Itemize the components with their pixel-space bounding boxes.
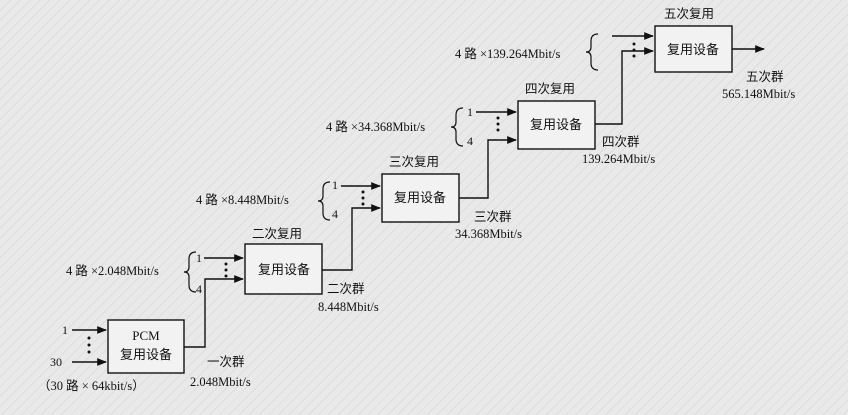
stage-4-mux-box [517, 100, 596, 150]
stage-3-input-bottom-index: 4 [332, 207, 338, 221]
stage-4-input-bottom-index: 4 [467, 134, 473, 148]
stage-3-title: 三次复用 [389, 155, 439, 169]
stage-2-input-ellipsis [224, 262, 228, 278]
stage-5-output-rate: 565.148Mbit/s [722, 87, 795, 101]
pcm-input-top-index: 1 [62, 323, 68, 337]
stage-2-title: 二次复用 [252, 227, 302, 241]
pcm-output-line [184, 275, 244, 348]
stage-2-box-label: 复用设备 [258, 262, 310, 277]
stage-2-input-bottom-index: 4 [196, 282, 202, 296]
stage-3-input-ellipsis [361, 190, 365, 206]
stage-3-input-label: 4 路 ×8.448Mbit/s [196, 192, 289, 207]
pcm-box-line1: PCM [132, 328, 160, 343]
stage-1-output-rate: 2.048Mbit/s [190, 375, 251, 389]
stage-3-output-name: 三次群 [474, 210, 512, 224]
stage-5-output-name: 五次群 [746, 70, 784, 84]
stage-2-output-rate: 8.448Mbit/s [318, 300, 379, 314]
stage-1-pcm: PCM 复用设备 1 30 （30 路 × 64kbit/s） 一次群 2.04… [38, 275, 251, 393]
stage-4-input-brace [450, 107, 464, 147]
stage-3-input-brace [317, 181, 331, 221]
stage-3-mux-box [381, 173, 460, 223]
stage-3-box-label: 复用设备 [394, 190, 446, 205]
stage-5-input-label: 4 路 ×139.264Mbit/s [455, 46, 560, 61]
stage-2-input-top-index: 1 [196, 251, 202, 265]
stage-3-output-rate: 34.368Mbit/s [455, 227, 522, 241]
stage-4: 四次复用 复用设备 4 路 ×34.368Mbit/s 1 4 四次群 139.… [326, 47, 655, 166]
stage-5: 五次复用 复用设备 4 路 ×139.264Mbit/s 五次群 565.148… [455, 7, 795, 101]
stage-2: 二次复用 复用设备 4 路 ×2.048Mbit/s 1 4 二次群 8.448… [66, 204, 381, 314]
stage-2-input-label: 4 路 ×2.048Mbit/s [66, 263, 159, 278]
stage-4-input-ellipsis [496, 116, 500, 132]
stage-4-box-label: 复用设备 [530, 117, 582, 132]
stage-2-output-name: 二次群 [327, 282, 365, 296]
stage-3: 三次复用 复用设备 4 路 ×8.448Mbit/s 1 4 三次群 34.36… [196, 136, 522, 241]
stage-4-title: 四次复用 [525, 82, 575, 96]
stage-5-box-label: 复用设备 [667, 42, 719, 57]
stage-5-input-ellipsis [632, 42, 636, 58]
stage-2-mux-box [244, 243, 323, 295]
stage-5-title: 五次复用 [664, 7, 714, 21]
pcm-input-bottom-index: 30 [50, 355, 62, 369]
stage-4-output-rate: 139.264Mbit/s [582, 152, 655, 166]
stage-3-input-top-index: 1 [332, 178, 338, 192]
pcm-box-line2: 复用设备 [120, 347, 172, 362]
stage-2-output-line [322, 204, 381, 271]
stage-4-input-label: 4 路 ×34.368Mbit/s [326, 119, 425, 134]
stage-4-output-line [595, 47, 654, 125]
stage-3-output-line [459, 136, 517, 199]
stage-2-input-brace [183, 251, 197, 293]
stage-5-mux-box [654, 25, 733, 73]
pcm-input-ellipsis [87, 336, 91, 354]
stage-4-output-name: 四次群 [602, 135, 640, 149]
stage-4-input-top-index: 1 [467, 105, 473, 119]
pcm-input-label: （30 路 × 64kbit/s） [38, 378, 145, 393]
stage-1-output-name: 一次群 [207, 355, 245, 369]
pcm-mux-box [107, 319, 185, 374]
stage-5-input-brace [585, 33, 599, 71]
